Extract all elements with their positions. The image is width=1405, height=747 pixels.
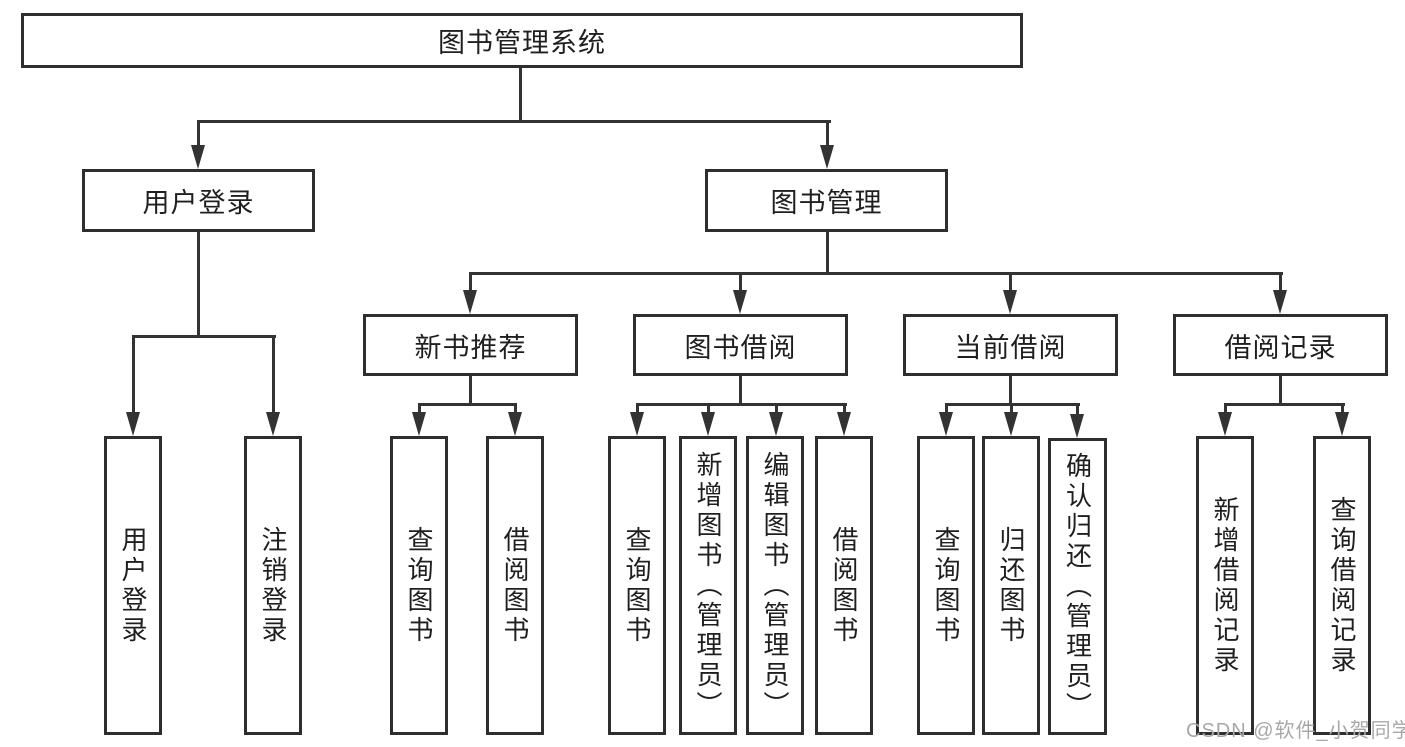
leaf-rec-query-books-label: 查询图书 [404, 525, 434, 646]
connector-drop-book-mgmt [826, 120, 829, 148]
connector-drop-new-book-rec [469, 272, 472, 292]
node-book-borrowing: 图书借阅 [633, 314, 848, 376]
arrow-bb-query [630, 412, 644, 436]
connector-drop-br-add [1224, 403, 1227, 415]
connector-new-book-rec-hbar [418, 403, 517, 406]
arrow-book-mgmt [820, 145, 834, 169]
connector-drop-bb-query [636, 403, 639, 415]
arrow-new-book-rec [463, 290, 477, 314]
leaf-borrow-edit-books-label: 编辑图书（管理员） [760, 450, 790, 721]
leaf-borrow-query-books: 查询图书 [608, 436, 666, 735]
leaf-current-query-books-label: 查询图书 [931, 525, 961, 646]
arrow-cb-confirm [1070, 414, 1084, 438]
connector-drop-cb-query [945, 403, 948, 415]
arrow-br-add [1218, 412, 1232, 436]
arrow-login [126, 412, 140, 436]
leaf-records-query-record: 查询借阅记录 [1313, 436, 1371, 735]
arrow-borrow-records [1273, 290, 1287, 314]
arrow-bb-add [701, 412, 715, 436]
connector-drop-rec-borrow [514, 403, 517, 415]
arrow-user-login [191, 145, 205, 169]
connector-borrow-records-stem [1279, 376, 1282, 403]
leaf-current-return-books: 归还图书 [982, 436, 1040, 735]
connector-drop-user-login [197, 120, 200, 148]
leaf-borrow-borrow-books: 借阅图书 [815, 436, 873, 735]
leaf-records-add-record: 新增借阅记录 [1196, 436, 1254, 735]
arrow-rec-query [412, 412, 426, 436]
connector-root-stem [519, 68, 522, 120]
csdn-watermark: CSDN @软件_小贺同学 [1186, 720, 1405, 742]
connector-level3-hbar [469, 272, 1283, 275]
node-user-login: 用户登录 [82, 169, 315, 232]
node-library-system: 图书管理系统 [21, 13, 1023, 68]
leaf-user-login: 用户登录 [104, 436, 162, 735]
leaf-borrow-add-books: 新增图书（管理员） [679, 436, 737, 735]
arrow-book-borrow [733, 290, 747, 314]
arrow-current-borrow [1003, 290, 1017, 314]
arrow-bb-edit [769, 412, 783, 436]
connector-book-mgmt-stem [826, 232, 829, 272]
leaf-borrow-add-books-label: 新增图书（管理员） [693, 450, 723, 721]
leaf-rec-borrow-books-label: 借阅图书 [500, 525, 530, 646]
node-current-borrowing: 当前借阅 [903, 314, 1118, 376]
node-new-book-recommend: 新书推荐 [363, 314, 578, 376]
leaf-logout-label: 注销登录 [258, 525, 288, 646]
connector-current-borrow-stem [1009, 376, 1012, 403]
arrow-cb-query [939, 412, 953, 436]
connector-drop-bb-add [707, 403, 710, 415]
leaf-rec-query-books: 查询图书 [390, 436, 448, 735]
leaf-current-query-books: 查询图书 [917, 436, 975, 735]
leaf-borrow-edit-books: 编辑图书（管理员） [746, 436, 804, 735]
leaf-current-return-books-label: 归还图书 [996, 525, 1026, 646]
connector-drop-br-query [1341, 403, 1344, 415]
connector-drop-cb-return [1010, 403, 1013, 415]
arrow-cb-return [1004, 412, 1018, 436]
leaf-records-query-record-label: 查询借阅记录 [1327, 495, 1357, 676]
connector-new-book-rec-stem [469, 376, 472, 403]
connector-drop-rec-query [418, 403, 421, 415]
connector-borrow-records-hbar [1224, 403, 1345, 406]
node-borrowing-records: 借阅记录 [1173, 314, 1388, 376]
connector-drop-book-borrow [739, 272, 742, 292]
leaf-records-add-record-label: 新增借阅记录 [1210, 495, 1240, 676]
leaf-logout: 注销登录 [244, 436, 302, 735]
connector-drop-bb-edit [775, 403, 778, 415]
leaf-borrow-query-books-label: 查询图书 [622, 525, 652, 646]
arrow-br-query [1335, 412, 1349, 436]
connector-drop-bb-borrow [843, 403, 846, 415]
leaf-current-confirm-return: 确认归还（管理员） [1048, 438, 1107, 735]
leaf-current-confirm-return-label: 确认归还（管理员） [1062, 451, 1093, 722]
node-book-management: 图书管理 [705, 169, 948, 232]
connector-user-login-hbar [132, 335, 276, 338]
connector-level2-hbar [197, 120, 831, 123]
leaf-user-login-label: 用户登录 [118, 525, 148, 646]
connector-book-borrow-hbar [636, 403, 847, 406]
connector-drop-current-borrow [1009, 272, 1012, 292]
arrow-logout [266, 412, 280, 436]
arrow-rec-borrow [508, 412, 522, 436]
connector-drop-cb-confirm [1076, 403, 1079, 415]
connector-drop-borrow-records [1279, 272, 1282, 292]
leaf-borrow-borrow-books-label: 借阅图书 [829, 525, 859, 646]
connector-user-login-stem [197, 232, 200, 335]
connector-drop-login [132, 335, 135, 415]
connector-book-borrow-stem [739, 376, 742, 403]
arrow-bb-borrow [837, 412, 851, 436]
leaf-rec-borrow-books: 借阅图书 [486, 436, 544, 735]
connector-drop-logout [272, 335, 275, 415]
